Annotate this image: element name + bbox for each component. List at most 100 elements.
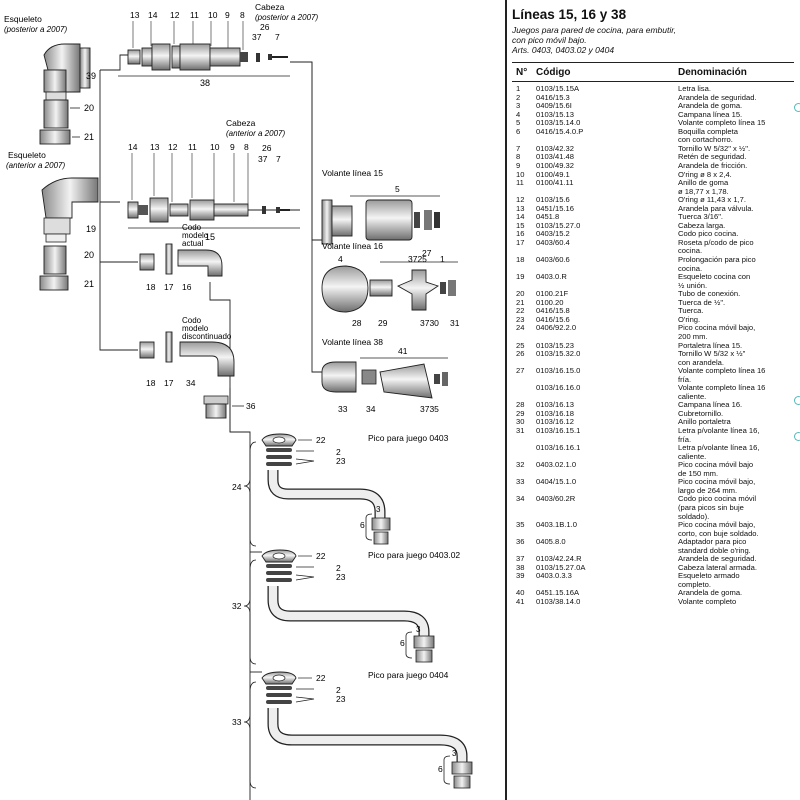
svg-text:2: 2 (336, 447, 341, 457)
part-name: Roseta p/codo de pico (678, 237, 754, 247)
svg-text:23: 23 (336, 694, 346, 704)
part-number: 40 (516, 588, 525, 598)
part-name: Adaptador para pico (678, 537, 747, 547)
part-name: Campana línea 15. (678, 109, 743, 119)
svg-text:21: 21 (84, 132, 94, 142)
svg-text:37: 37 (258, 154, 268, 164)
part-code: 0403/15.2 (536, 229, 570, 239)
part-code: 0403/60.6 (536, 255, 570, 264)
svg-text:3: 3 (416, 625, 421, 634)
svg-text:28: 28 (352, 318, 362, 328)
part-name: Arandela de goma. (678, 588, 743, 598)
part-number: 11 (516, 178, 524, 188)
part-name: Esqueleto armado (678, 571, 740, 581)
part-name: caliente. (678, 451, 707, 461)
svg-text:22: 22 (316, 673, 326, 683)
cabeza-anterior: Cabeza (anterior a 2007) 14 13 12 11 10 … (127, 118, 300, 242)
table-header-rule (512, 81, 794, 83)
svg-text:2: 2 (336, 685, 341, 695)
part-number: 31 (516, 426, 525, 435)
part-number: 35 (516, 520, 525, 530)
part-code: 0416/15.8 (536, 306, 570, 316)
svg-text:15: 15 (205, 232, 215, 242)
svg-text:2: 2 (336, 563, 341, 573)
svg-text:9: 9 (230, 142, 235, 152)
svg-text:29: 29 (378, 318, 388, 328)
part-code: 0103/15.32.0 (536, 349, 581, 359)
svg-text:14: 14 (128, 142, 138, 152)
part-code: 0103/42.32 (536, 143, 575, 153)
part-name: completo. (678, 579, 711, 589)
part-name: Pico cocina móvil bajo, (678, 323, 756, 333)
part-name: Tornillo W 5/32 x ½" (678, 349, 746, 359)
part-number: 37 (516, 554, 525, 564)
svg-text:4: 4 (338, 254, 343, 264)
part-number: 8 (516, 152, 521, 162)
part-name: Cabeza larga. (678, 220, 726, 230)
svg-text:Pico para juego 0403.02: Pico para juego 0403.02 (368, 550, 460, 560)
svg-text:modelo: modelo (182, 231, 209, 240)
svg-text:actual: actual (182, 239, 204, 248)
svg-text:38: 38 (200, 78, 210, 88)
svg-text:Codo: Codo (182, 223, 202, 232)
part-name: Volante completo línea 16 (678, 383, 766, 393)
part-name: Boquilla completa (678, 126, 738, 136)
svg-text:13: 13 (130, 10, 140, 20)
svg-text:37: 37 (252, 32, 262, 42)
part-name: Arandela de fricción. (678, 160, 748, 170)
svg-text:1: 1 (440, 254, 445, 264)
part-code: 0103/16.16.0 (536, 383, 581, 393)
svg-text:19: 19 (86, 224, 96, 234)
part-number: 28 (516, 400, 525, 410)
svg-text:7: 7 (275, 32, 280, 42)
svg-text:10: 10 (208, 10, 218, 20)
part-code: 0416/15.3 (536, 92, 570, 102)
pico-juego-0403-02: Pico para juego 0403.02 22 2 23 32 6 3 (232, 549, 460, 665)
part-code: 0100/49.1 (536, 169, 570, 179)
part-code: 0100/49.32 (536, 160, 575, 170)
part-code: 0451.15.16A (536, 588, 580, 598)
svg-text:Cabeza: Cabeza (226, 118, 256, 128)
part-name: Pico cocina móvil bajo, (678, 520, 756, 530)
part-code: 0451.8 (536, 212, 560, 222)
part-code: 0403.1B.1.0 (536, 520, 577, 530)
part-number: 1 (516, 84, 521, 93)
part-code: 0103/15.6 (536, 195, 570, 205)
scan-mark-icon (794, 103, 800, 112)
part-name: ø 18,77 x 1,78. (678, 186, 729, 196)
svg-text:Pico para juego 0404: Pico para juego 0404 (368, 670, 449, 680)
svg-text:3: 3 (376, 505, 381, 514)
part-number: 12 (516, 195, 525, 205)
svg-text:34: 34 (186, 378, 196, 388)
part-number: 27 (516, 366, 525, 376)
col-header-name: Denominación (678, 67, 747, 78)
table-top-rule (512, 62, 794, 64)
part-name: soldado). (678, 511, 710, 521)
svg-text:5: 5 (395, 184, 400, 194)
part-name: Retén de seguridad. (678, 152, 747, 162)
svg-text:modelo: modelo (182, 324, 209, 333)
part-name: Tuerca 3/16". (678, 212, 724, 222)
part-code: 0100.21F (536, 289, 569, 299)
page-title: Líneas 15, 16 y 38 (512, 7, 627, 22)
part-name: Tuerca. (678, 306, 704, 316)
svg-text:27: 27 (422, 248, 432, 258)
svg-text:17: 17 (164, 378, 174, 388)
svg-text:Codo: Codo (182, 316, 202, 325)
part-number: 2 (516, 92, 521, 102)
part-code: 0406/92.2.0 (536, 323, 577, 333)
svg-text:12: 12 (168, 142, 178, 152)
part-number: 16 (516, 229, 525, 239)
part-code: 0103/15.14.0 (536, 118, 581, 128)
volante-linea-16: Volante línea 16 27 28 29 3730 31 (321, 241, 460, 328)
part-number: 13 (516, 203, 525, 213)
part-name: Arandela de seguridad. (678, 554, 757, 564)
part-name: Volante completo línea 15 (678, 118, 766, 128)
exploded-parts-diagram: Esqueleto (posterior a 2007) 39 20 21 Es… (4, 2, 473, 800)
svg-text:18: 18 (146, 378, 156, 388)
part-name: cocina. (678, 263, 703, 273)
cabeza-posterior: Cabeza (posterior a 2007) 13 14 12 11 10… (118, 2, 318, 88)
part-name: Pico cocina móvil bajo, (678, 477, 756, 487)
part-number: 36 (516, 537, 525, 547)
svg-text:3735: 3735 (420, 404, 439, 414)
